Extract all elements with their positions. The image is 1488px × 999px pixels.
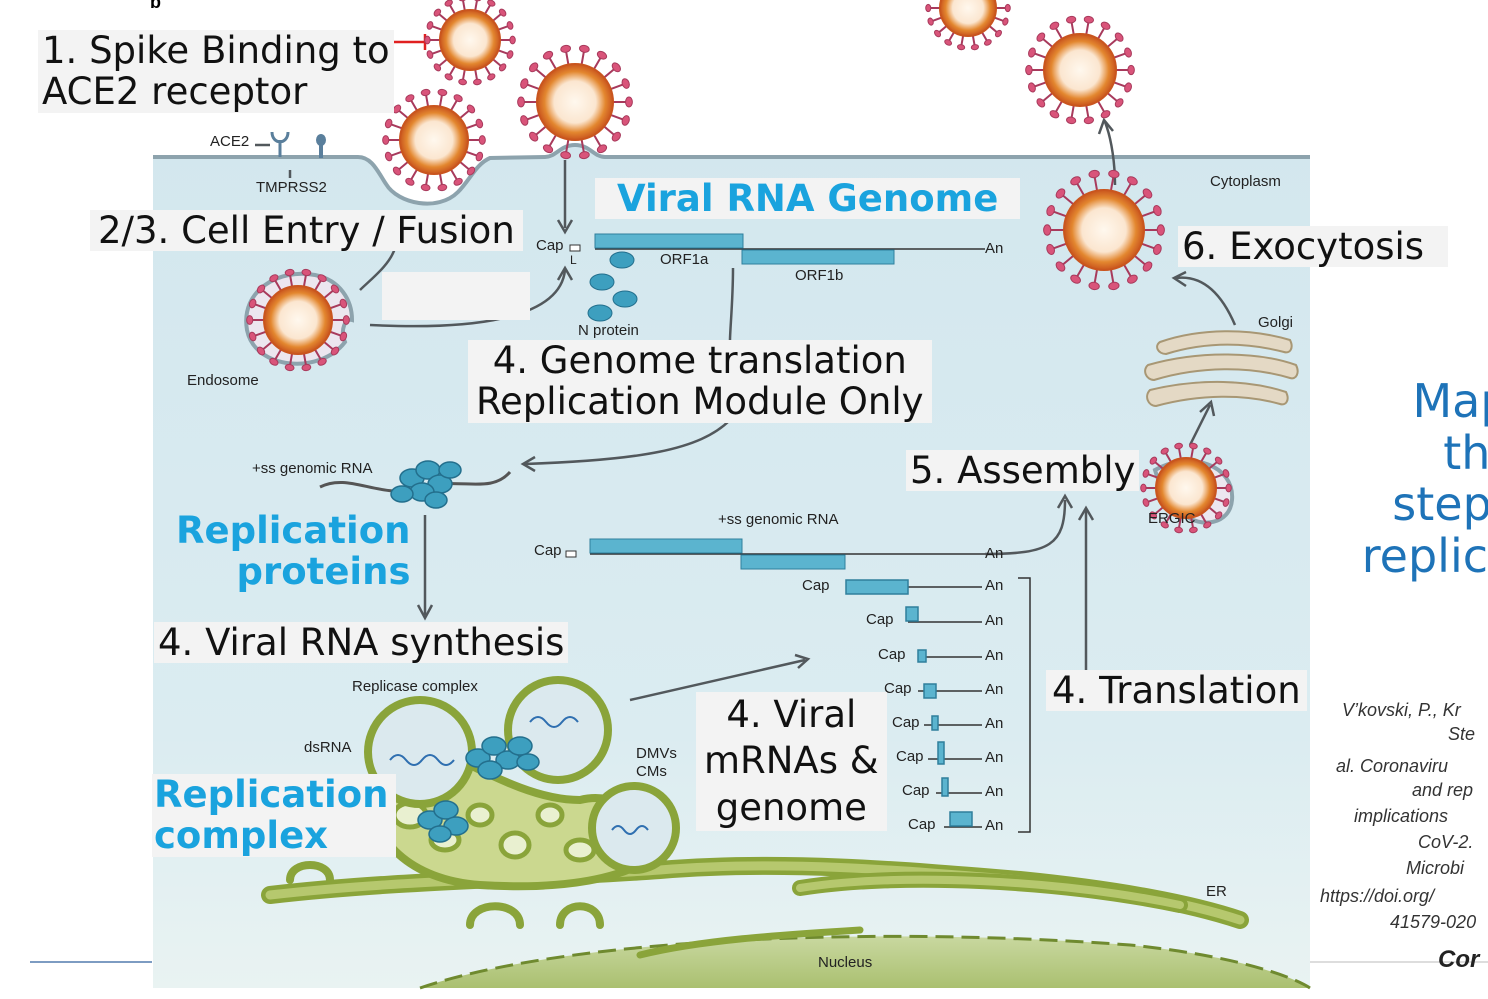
viral-rna-genome-label: Viral RNA Genome xyxy=(595,178,1021,219)
replication-proteins-rna xyxy=(319,460,512,509)
citation-line: 41579-020 xyxy=(1390,912,1477,932)
replication-complex-line2: complex xyxy=(154,814,329,858)
subgenomic-mrnas xyxy=(845,577,1031,833)
cap-label: Cap xyxy=(878,646,906,663)
step4-rna-synthesis-label: 4. Viral RNA synthesis xyxy=(154,622,569,663)
replication-proteins-line2: proteins xyxy=(236,550,411,594)
replication-complex-label: Replication complex xyxy=(152,773,397,858)
an-label: An xyxy=(985,612,1004,629)
endosome-label: Endosome xyxy=(187,372,259,389)
step23-label: 2/3. Cell Entry / Fusion xyxy=(90,210,523,251)
n-protein-label: N protein xyxy=(578,322,639,339)
ace2-receptor xyxy=(270,131,290,157)
virion xyxy=(1025,15,1135,125)
step6-exocytosis-label: 6. Exocytosis xyxy=(1178,226,1449,267)
virion xyxy=(382,88,486,192)
side-title-line2: the xyxy=(1443,425,1488,480)
blank-box xyxy=(382,272,530,320)
citation-line: implications xyxy=(1354,806,1449,826)
cap-label-mid: Cap xyxy=(534,542,562,559)
nucleus xyxy=(420,936,1310,988)
step1-label: 1. Spike Binding to ACE2 receptor xyxy=(38,30,394,113)
cap-label: Cap xyxy=(884,680,912,697)
cap-label: Cap xyxy=(866,611,894,628)
citation-footer: Cor xyxy=(1438,946,1480,973)
side-title-line1: Map xyxy=(1412,374,1488,428)
citation-line: Microbi xyxy=(1406,858,1465,878)
n-proteins xyxy=(587,251,638,322)
cap-label: Cap xyxy=(902,782,930,799)
citation-line: https://doi.org/ xyxy=(1320,886,1435,906)
step1-line1: 1. Spike Binding to xyxy=(42,29,390,72)
step4-translation-label: 4. Translation xyxy=(1046,670,1307,711)
virion xyxy=(424,0,516,86)
an-label: An xyxy=(985,715,1004,732)
side-title-line3: steps xyxy=(1392,477,1488,532)
orf1b-label: ORF1b xyxy=(795,267,844,284)
step4-genome-translation-line1: 4. Genome translation xyxy=(492,339,907,382)
citation-line: CoV-2. xyxy=(1418,832,1474,852)
an-label: An xyxy=(985,749,1004,766)
an-label: An xyxy=(985,783,1004,800)
cms-label: CMs xyxy=(636,763,667,780)
nucleus-label: Nucleus xyxy=(818,954,873,971)
virion xyxy=(1140,442,1232,534)
panel-letter: b xyxy=(150,0,161,12)
cap-label: Cap xyxy=(892,714,920,731)
step4-mrna-label: 4. Viral mRNAs & genome xyxy=(696,692,887,831)
an-label: An xyxy=(985,817,1004,834)
cap-label: Cap xyxy=(908,816,936,833)
cap-label: Cap xyxy=(896,748,924,765)
genome-top xyxy=(569,233,985,265)
virion xyxy=(246,268,350,372)
genome-middle xyxy=(565,538,985,570)
citation-line: V’kovski, P., Kr xyxy=(1342,700,1461,720)
side-title-line4: replica xyxy=(1361,528,1488,583)
tmprss2-label: TMPRSS2 xyxy=(256,179,327,196)
virion xyxy=(517,44,633,160)
cytoplasm-label: Cytoplasm xyxy=(1210,173,1281,190)
step4-genome-translation-line2: Replication Module Only xyxy=(476,380,924,424)
step1-line2: ACE2 receptor xyxy=(42,70,308,114)
step4-mrna-line3: genome xyxy=(715,785,867,829)
cap-label: Cap xyxy=(802,577,830,594)
step4-mrna-line1: 4. Viral xyxy=(726,693,857,736)
virion xyxy=(1043,169,1165,291)
step4-mrna-line2: mRNAs & xyxy=(704,739,879,783)
genomic-rna-label-mid: +ss genomic RNA xyxy=(718,511,839,528)
virion xyxy=(925,0,1011,51)
dmv-network xyxy=(364,676,680,891)
ace2-label: ACE2 xyxy=(210,133,250,150)
replication-proteins-line1: Replication xyxy=(176,509,411,552)
an-label: An xyxy=(985,577,1004,594)
genomic-rna-label-left: +ss genomic RNA xyxy=(252,460,373,477)
an-label-top: An xyxy=(985,240,1004,257)
replicase-complex-label: Replicase complex xyxy=(352,678,478,695)
golgi-label: Golgi xyxy=(1258,314,1294,331)
dmvs-label: DMVs xyxy=(636,745,677,762)
flow-arrows xyxy=(255,117,1237,702)
golgi xyxy=(1144,330,1299,408)
replication-complex-line1: Replication xyxy=(154,773,389,816)
replication-proteins-label: Replication proteins xyxy=(176,510,410,593)
step4-genome-translation-label: 4. Genome translation Replication Module… xyxy=(468,340,932,423)
citation-line: al. Coronaviru xyxy=(1336,756,1449,776)
side-title: Map the steps replica xyxy=(1326,374,1488,583)
orf1a-label: ORF1a xyxy=(660,251,709,268)
er-label: ER xyxy=(1206,883,1227,900)
step5-assembly-label: 5. Assembly xyxy=(906,450,1140,491)
an-label-mid: An xyxy=(985,545,1004,562)
plasma-membrane xyxy=(153,142,1310,206)
tmprss2-receptor xyxy=(316,134,326,158)
dsrna-label: dsRNA xyxy=(304,739,352,756)
an-label: An xyxy=(985,681,1004,698)
an-label: An xyxy=(985,647,1004,664)
cap-label-top: Cap xyxy=(536,237,564,254)
citation-line: Ste xyxy=(1448,724,1476,744)
citation-line: and rep xyxy=(1412,780,1474,800)
l-label-top: L xyxy=(570,253,577,267)
ergic-label: ERGIC xyxy=(1148,510,1196,527)
